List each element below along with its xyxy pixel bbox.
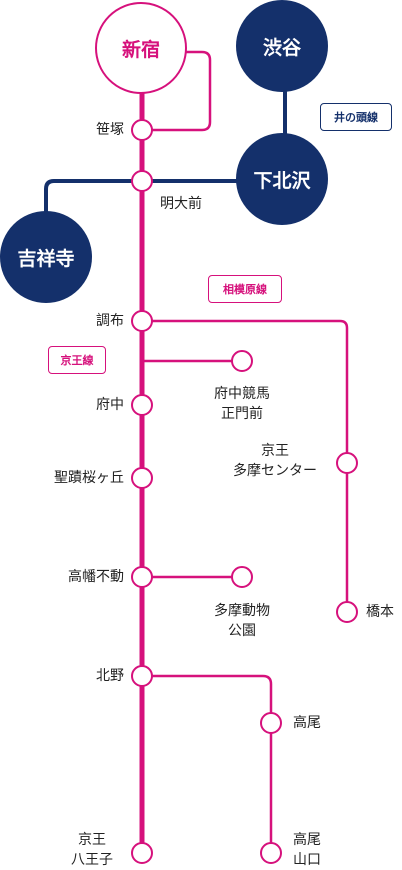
station-marker-meidaimae (131, 170, 153, 192)
keio-new-line-connector (152, 50, 212, 132)
station-label-takahatafudo: 高幡不動 (68, 569, 124, 585)
station-label-sasazuka: 笹塚 (96, 122, 124, 138)
hub-shimokitazawa: 下北沢 (236, 133, 328, 225)
keio-line-tag: 京王線 (48, 346, 106, 374)
station-label-keio-hachioji: 京王 八王子 (71, 832, 113, 868)
station-label-tama-center: 京王 多摩センター (233, 443, 317, 479)
station-label-chofu: 調布 (96, 313, 124, 329)
station-marker-takaosanguchi (260, 842, 282, 864)
station-label-hashimoto: 橋本 (366, 604, 394, 620)
station-label-tama-dobutsu: 多摩動物 公園 (214, 603, 270, 639)
station-marker-hashimoto (336, 601, 358, 623)
station-marker-seiseki (131, 467, 153, 489)
takao-line (152, 674, 273, 853)
station-label-seiseki: 聖蹟桜ヶ丘 (54, 470, 124, 486)
station-label-takaosanguchi: 高尾 山口 (293, 832, 321, 868)
inokashira-line-to-kichijoji (44, 83, 287, 262)
station-marker-tama-center (336, 452, 358, 474)
station-marker-sasazuka (131, 119, 153, 141)
station-marker-fuchu (131, 394, 153, 416)
station-marker-chofu (131, 310, 153, 332)
station-marker-takao (260, 712, 282, 734)
hub-shibuya: 渋谷 (236, 0, 328, 92)
station-label-fuchu-keibajo: 府中競馬 正門前 (214, 386, 270, 422)
station-label-meidaimae: 明大前 (160, 196, 202, 212)
station-label-takao: 高尾 (293, 715, 321, 731)
station-marker-keio-hachioji (131, 842, 153, 864)
hub-kichijoji: 吉祥寺 (0, 211, 92, 303)
sagamihara-line (152, 319, 349, 612)
station-label-fuchu: 府中 (96, 397, 124, 413)
station-marker-fuchu-keibajo (231, 350, 253, 372)
sagamihara-line-tag: 相模原線 (208, 275, 282, 303)
station-marker-takahatafudo (131, 566, 153, 588)
hub-shinjuku: 新宿 (95, 2, 187, 94)
station-marker-kitano (131, 665, 153, 687)
station-label-kitano: 北野 (96, 668, 124, 684)
station-marker-tama-dobutsu (231, 566, 253, 588)
inokashira-line-tag: 井の頭線 (320, 103, 392, 131)
